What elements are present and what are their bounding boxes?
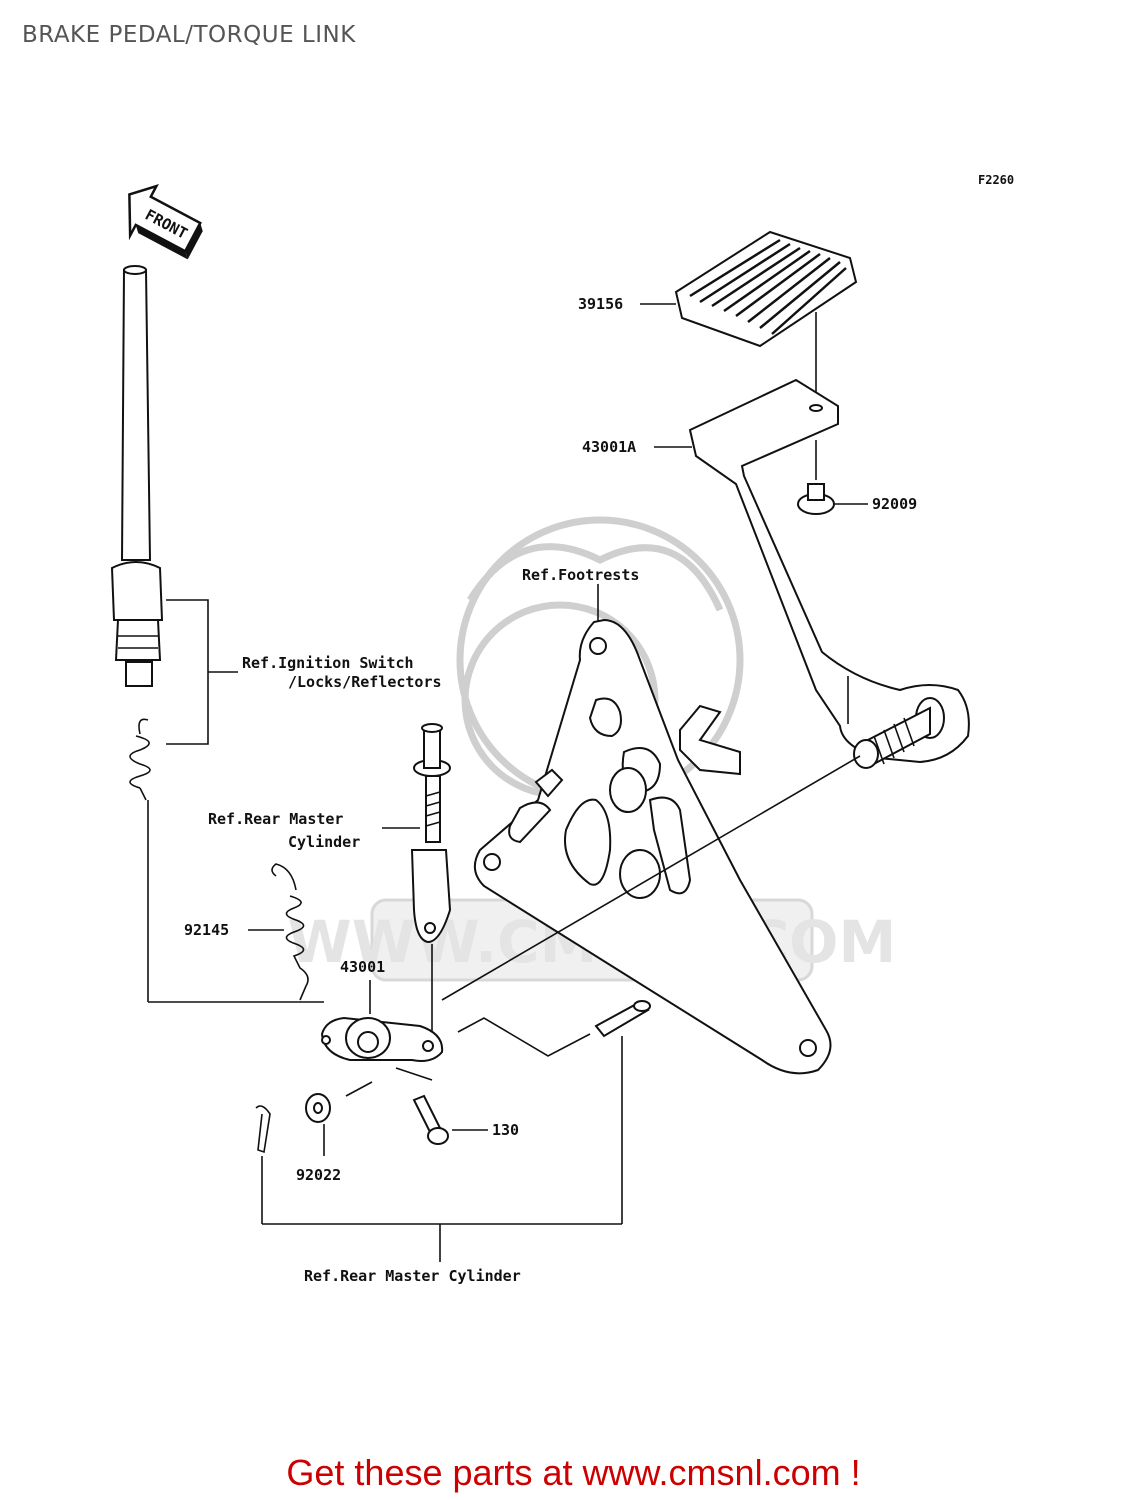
washer-92022 bbox=[305, 1093, 331, 1156]
pedal-pad-39156 bbox=[674, 230, 858, 398]
footrest-bracket bbox=[473, 618, 832, 1075]
clevis-pin bbox=[594, 1000, 651, 1224]
leader-shaft bbox=[441, 755, 861, 1001]
pivot-shaft bbox=[853, 697, 945, 769]
label-ref-ignition-2: /Locks/Reflectors bbox=[288, 673, 442, 691]
label-ref-rear-master-2: Cylinder bbox=[288, 833, 360, 851]
label-92022: 92022 bbox=[296, 1166, 341, 1184]
bottom-ref-bracket bbox=[262, 1223, 622, 1262]
ignition-ref-bracket bbox=[166, 599, 238, 745]
master-cylinder-clevis bbox=[382, 723, 452, 1036]
torque-link-43001 bbox=[320, 980, 444, 1062]
front-arrow-icon: FRONT bbox=[128, 184, 203, 260]
spring-92145 bbox=[248, 863, 309, 1001]
split-pin bbox=[255, 1105, 271, 1224]
label-43001: 43001 bbox=[340, 958, 385, 976]
leader-bolt bbox=[395, 1067, 433, 1081]
label-ref-ignition-1: Ref.Ignition Switch bbox=[242, 654, 414, 672]
label-ref-rear-master-cylinder: Ref.Rear Master Cylinder bbox=[304, 1267, 521, 1285]
brake-light-switch bbox=[110, 265, 324, 1003]
page-title: BRAKE PEDAL/TORQUE LINK bbox=[22, 22, 356, 48]
label-130: 130 bbox=[492, 1121, 519, 1139]
label-ref-footrests: Ref.Footrests bbox=[522, 566, 639, 584]
footer-link[interactable]: Get these parts at www.cmsnl.com ! bbox=[286, 1452, 861, 1493]
label-92145: 92145 bbox=[184, 921, 229, 939]
leader-washer bbox=[345, 1081, 373, 1097]
pin-leader bbox=[457, 1017, 591, 1057]
label-ref-rear-master-1: Ref.Rear Master bbox=[208, 810, 343, 828]
bolt-130 bbox=[412, 1094, 488, 1145]
label-92009: 92009 bbox=[872, 495, 917, 513]
figure-code: F2260 bbox=[978, 173, 1014, 187]
label-39156: 39156 bbox=[578, 295, 623, 313]
label-43001A: 43001A bbox=[582, 438, 636, 456]
bolt-92009 bbox=[797, 483, 868, 515]
